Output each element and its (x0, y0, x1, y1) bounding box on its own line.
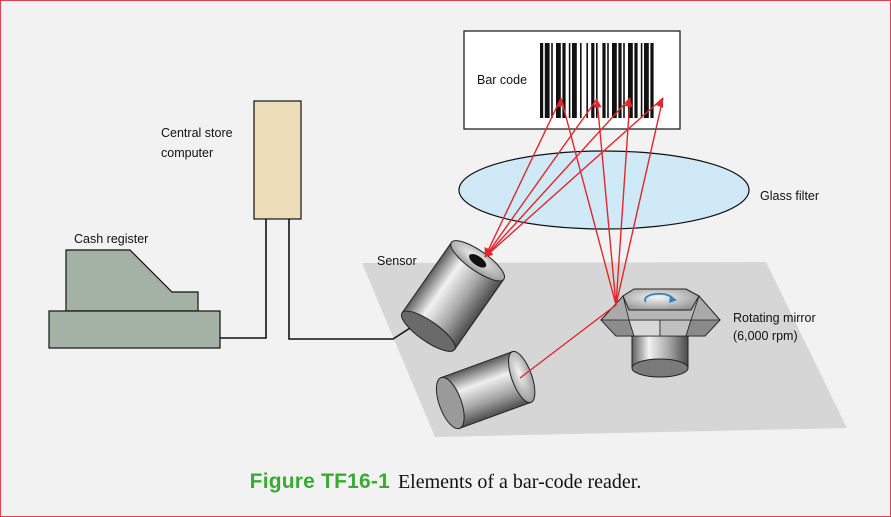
glass-filter-label: Glass filter (760, 189, 819, 203)
circular-arrow-head (669, 296, 677, 303)
laser-beam-return (484, 97, 631, 258)
barcode-stripe (572, 43, 577, 118)
barcode-stripe (556, 43, 561, 118)
barcode-stripe (650, 43, 654, 118)
rotating-mirror (600, 288, 721, 378)
laser-arrowhead (556, 98, 565, 107)
rotating-mirror-label: Rotating mirror (6,000 rpm) (733, 311, 819, 343)
barcode-stripe (580, 43, 582, 118)
barcode-stripe (568, 43, 571, 118)
central-store-computer (253, 100, 302, 220)
cash-register-top (65, 249, 199, 312)
laser-arrowhead (624, 98, 633, 107)
barcode-stripe (551, 43, 553, 118)
laser-beam-incident (519, 304, 617, 379)
laser-beams (484, 97, 664, 379)
sensor (401, 240, 505, 352)
barcode-stripe (623, 43, 625, 118)
barcode-stripe (634, 43, 638, 118)
cable-computer-sensor (288, 219, 422, 340)
sensor-label: Sensor (377, 254, 417, 268)
laser-beam-return (484, 97, 664, 258)
barcode-stripe (612, 43, 617, 118)
laser-beam-return (484, 98, 598, 258)
laser-arrowhead (593, 99, 602, 108)
laser-beam-return (484, 97, 562, 258)
bar-code-bars (540, 43, 654, 118)
barcode-stripe (540, 43, 544, 118)
barcode-stripe (596, 43, 598, 118)
bar-code-reader-diagram: Bar code Glass filter Central store comp… (48, 30, 847, 437)
laser-arrowhead (485, 249, 493, 257)
figure-number: Figure TF16-1 (249, 470, 390, 493)
central-computer-label: Central store computer (161, 126, 236, 160)
cash-register-label: Cash register (74, 232, 148, 246)
barcode-stripe (607, 43, 609, 118)
bar-code-label: Bar code (463, 30, 681, 130)
laser-beam-out (560, 97, 617, 306)
barcode-stripe (586, 43, 588, 118)
laser-arrowhead (656, 98, 663, 108)
figure-caption: Figure TF16-1 Elements of a bar-code read… (0, 470, 891, 494)
laser-arrowheads (484, 98, 663, 257)
barcode-stripe (628, 43, 633, 118)
laser-beam-out (596, 98, 617, 306)
barcode-stripe (640, 43, 643, 118)
figure-caption-text: Elements of a bar-code reader. (397, 471, 642, 493)
glass-filter (458, 150, 750, 230)
barcode-stripe (618, 43, 622, 118)
cash-register (48, 249, 221, 349)
cable-register-computer (220, 219, 267, 339)
laser-beam-out (615, 97, 631, 306)
barcode-stripe (544, 43, 550, 118)
barcode-stripe (591, 43, 595, 118)
bar-code-text: Bar code (477, 73, 527, 87)
barcode-stripe (562, 43, 566, 118)
barcode-stripe (602, 43, 606, 118)
barcode-stripe (644, 43, 649, 118)
laser-beam-out (615, 97, 664, 306)
laser-source (435, 350, 536, 430)
cash-register-base (48, 310, 221, 349)
